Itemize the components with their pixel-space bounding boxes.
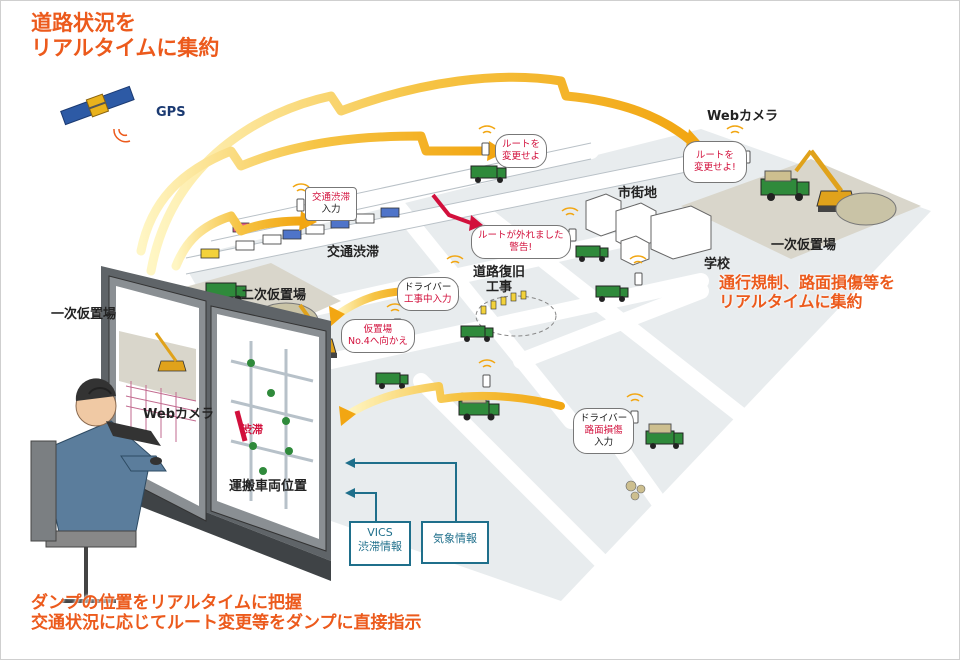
headline-bottom: ダンプの位置をリアルタイムに把握 交通状況に応じてルート変更等をダンプに直接指示 bbox=[31, 593, 422, 634]
headline-bottom-line1: ダンプの位置をリアルタイムに把握 bbox=[31, 593, 302, 613]
bubble-driver-damage: ドライバー 路面損傷 入力 bbox=[573, 408, 635, 454]
bubble-go-to-yard-l2: No.4へ向かえ bbox=[348, 335, 408, 347]
truck-top bbox=[470, 165, 507, 183]
info-input-arrows bbox=[351, 462, 457, 521]
truck-right-yard bbox=[760, 170, 810, 201]
road-repair-label: 道路復旧 工事 bbox=[473, 265, 526, 296]
truck-school-road bbox=[575, 245, 609, 262]
school-label: 学校 bbox=[704, 257, 731, 272]
vics-line2: 渋滞情報 bbox=[358, 540, 402, 554]
data-flow-arrows bbox=[136, 72, 696, 276]
bubble-go-to-yard-l1: 仮置場 bbox=[363, 324, 393, 335]
info-arrowhead-2 bbox=[345, 458, 355, 468]
gps-signal-icon bbox=[113, 128, 131, 143]
truck-mid-right bbox=[595, 285, 629, 302]
bubble-change-route-2-l1: ルートを bbox=[695, 150, 734, 161]
vics-info-box: VICS 渋滞情報 bbox=[349, 521, 411, 566]
bubble-driver-damage-l3: 入力 bbox=[594, 436, 614, 448]
truck-bottom-right bbox=[645, 423, 684, 449]
bubble-off-route: ルートが外れました 警告! bbox=[471, 225, 571, 259]
reroute-arrow bbox=[431, 193, 472, 225]
debris-pile-right bbox=[835, 192, 897, 226]
bubble-change-route-1-l2: 変更せよ bbox=[502, 150, 541, 162]
monitor-yard-image bbox=[119, 331, 196, 401]
bubble-go-to-yard: 仮置場 No.4へ向かえ bbox=[341, 319, 415, 353]
secondary-yard-label: 二次仮置場 bbox=[241, 288, 307, 303]
operator-figure bbox=[30, 378, 167, 603]
bubble-off-route-l2: 警告! bbox=[509, 241, 533, 253]
primary-yard-right-area bbox=[681, 159, 921, 259]
headline-top-left: 道路状況を リアルタイムに集約 bbox=[31, 11, 219, 61]
bubble-driver-damage-l2: 路面損傷 bbox=[584, 424, 623, 436]
gps-satellite-icon bbox=[60, 85, 135, 126]
headline-right-line1: 通行規制、路面損傷等を bbox=[719, 273, 896, 292]
construction-zone bbox=[475, 295, 557, 337]
headline-right: 通行規制、路面損傷等を リアルタイムに集約 bbox=[719, 273, 895, 311]
city-ground bbox=[181, 129, 931, 601]
webcam-monitor-label: Webカメラ bbox=[143, 407, 214, 422]
vics-line1: VICS bbox=[367, 526, 393, 539]
monitor-chart bbox=[125, 381, 197, 442]
webcam-top-label: Webカメラ bbox=[707, 109, 778, 124]
traffic-jam-label: 交通渋滞 bbox=[327, 245, 380, 260]
bubble-jam-input: 交通渋滞 入力 bbox=[305, 187, 358, 221]
truck-yard4 bbox=[375, 372, 409, 389]
weather-info-box: 気象情報 bbox=[421, 521, 489, 564]
monitor-jam-segment bbox=[234, 410, 248, 442]
city-area-label: 市街地 bbox=[618, 186, 658, 201]
vehicle-position-label: 運搬車両位置 bbox=[229, 479, 308, 494]
road-damage-rubble bbox=[625, 480, 646, 501]
bubble-change-route-1: ルートを 変更せよ bbox=[495, 134, 548, 168]
keyboard bbox=[106, 421, 161, 446]
weather-label: 気象情報 bbox=[433, 532, 477, 545]
gps-label: GPS bbox=[156, 105, 186, 120]
headline-bottom-line2: 交通状況に応じてルート変更等をダンプに直接指示 bbox=[31, 613, 422, 634]
bubble-jam-input-l2: 入力 bbox=[321, 203, 341, 215]
monitor-excavator bbox=[154, 332, 187, 372]
wireless-signal-icons bbox=[292, 125, 744, 402]
headline-top-left-line2: リアルタイムに集約 bbox=[31, 36, 220, 61]
bubble-change-route-2: ルートを 変更せよ! bbox=[683, 141, 747, 183]
headline-right-line2: リアルタイムに集約 bbox=[719, 292, 863, 312]
arrowhead-secondary bbox=[329, 306, 345, 326]
bubble-change-route-2-l2: 変更せよ! bbox=[694, 161, 736, 173]
monitor-map-roads bbox=[230, 341, 314, 509]
city-buildings bbox=[585, 193, 712, 266]
arrowhead-monitor bbox=[339, 406, 356, 426]
monitor-right-screen bbox=[217, 314, 319, 539]
primary-yard-left-label: 一次仮置場 bbox=[51, 307, 117, 322]
bubble-driver-construction: ドライバー 工事中入力 bbox=[397, 277, 459, 311]
control-desk-side bbox=[101, 471, 331, 581]
bubble-off-route-l1: ルートが外れました bbox=[478, 230, 564, 241]
info-arrowhead-1 bbox=[345, 488, 355, 498]
road-repair-line2: 工事 bbox=[486, 279, 513, 295]
bubble-driver-damage-l1: ドライバー bbox=[580, 413, 628, 424]
vehicle-position-dots bbox=[247, 359, 293, 475]
jam-marker-label: 渋滞 bbox=[241, 423, 263, 436]
bubble-jam-input-l1: 交通渋滞 bbox=[312, 192, 351, 203]
construction-barriers bbox=[480, 290, 527, 315]
bubble-change-route-1-l1: ルートを bbox=[502, 139, 541, 150]
mouse bbox=[150, 457, 162, 465]
bubble-driver-construction-l2: 工事中入力 bbox=[404, 293, 452, 305]
headline-top-left-line1: 道路状況を bbox=[31, 11, 136, 35]
bubble-driver-construction-l1: ドライバー bbox=[404, 282, 452, 293]
primary-yard-right-label: 一次仮置場 bbox=[771, 238, 837, 253]
arrowhead-jam bbox=[299, 211, 317, 231]
road-repair-line1: 道路復旧 bbox=[473, 265, 526, 280]
truck-construction bbox=[460, 325, 494, 342]
